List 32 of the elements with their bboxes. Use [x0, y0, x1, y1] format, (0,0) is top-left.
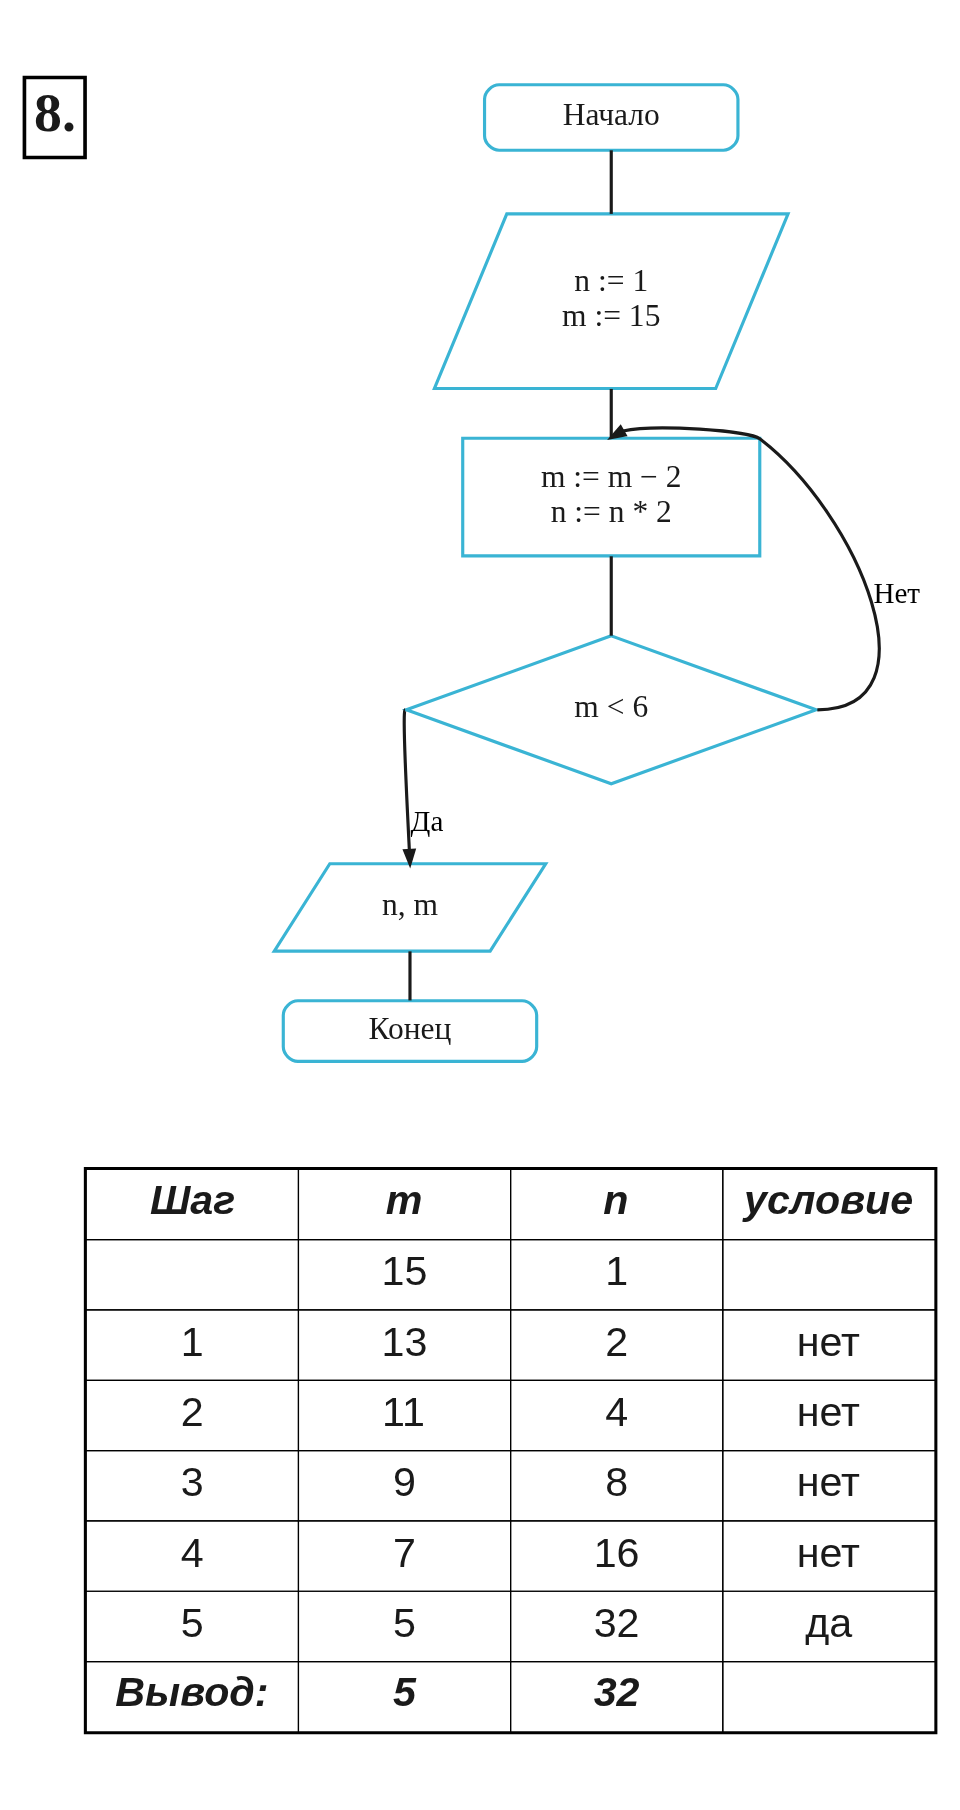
label: 5 — [393, 1599, 416, 1646]
label: Вывод: — [115, 1669, 269, 1716]
label: нет — [796, 1529, 860, 1576]
label: 2 — [605, 1318, 629, 1365]
label: 11 — [382, 1388, 425, 1435]
label: Шаг — [149, 1176, 236, 1223]
label: 5 — [180, 1599, 204, 1646]
label: нет — [796, 1459, 860, 1506]
label: 8. — [34, 80, 76, 143]
edge-label: Да — [410, 805, 444, 838]
label: 2 — [180, 1388, 204, 1435]
edge-label: Нет — [873, 577, 921, 610]
label: нет — [796, 1388, 860, 1435]
label: 1 — [180, 1318, 204, 1365]
label: 9 — [393, 1459, 416, 1506]
label: 15 — [381, 1248, 428, 1295]
label: 1 — [605, 1248, 629, 1295]
label: нет — [796, 1318, 860, 1365]
label: 7 — [393, 1529, 416, 1576]
label: 5 — [393, 1669, 416, 1716]
label: m — [385, 1176, 423, 1223]
label: 16 — [593, 1529, 640, 1576]
label: 4 — [605, 1388, 629, 1435]
label: 32 — [593, 1669, 640, 1716]
label: условие — [744, 1176, 914, 1223]
label: 4 — [180, 1529, 204, 1576]
label: n — [603, 1176, 629, 1223]
label: 32 — [593, 1599, 640, 1646]
label: 3 — [180, 1459, 204, 1506]
label: 13 — [381, 1318, 428, 1365]
label: да — [805, 1599, 853, 1646]
label: 8 — [605, 1459, 629, 1506]
